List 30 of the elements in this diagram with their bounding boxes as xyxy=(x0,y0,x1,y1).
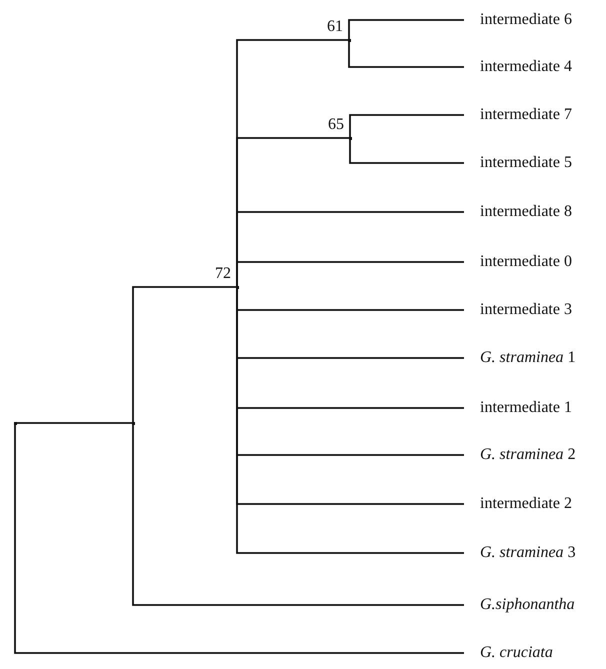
tree-branch xyxy=(348,19,464,40)
taxon-label: G.siphonantha xyxy=(464,595,575,615)
tree-branch xyxy=(348,40,464,68)
tree-branch xyxy=(132,423,464,606)
taxon-label: G. cruciata xyxy=(464,643,553,663)
branch-node xyxy=(132,422,134,424)
tree-branch xyxy=(14,423,464,654)
taxon-label: intermediate 6 xyxy=(464,10,572,30)
branch-node xyxy=(14,422,16,424)
taxon-label: intermediate 4 xyxy=(464,57,572,77)
branch-node xyxy=(348,136,352,140)
tree-branch xyxy=(349,138,464,164)
taxon-label: G. straminea 3 xyxy=(464,543,576,563)
taxon-label: intermediate 8 xyxy=(464,202,572,222)
tree-branch xyxy=(236,261,464,287)
tree-branch xyxy=(132,286,237,423)
taxon-label: intermediate 5 xyxy=(464,153,572,173)
taxon-label: intermediate 3 xyxy=(464,300,572,320)
taxon-label: G. straminea 1 xyxy=(464,348,576,368)
branch-node xyxy=(348,38,350,42)
taxon-label: G. straminea 2 xyxy=(464,445,576,465)
support-value: 61 xyxy=(327,18,343,36)
support-value: 72 xyxy=(215,265,231,283)
taxon-label: intermediate 0 xyxy=(464,252,572,272)
tree-branch xyxy=(349,114,464,138)
support-value: 65 xyxy=(328,116,344,134)
taxon-label: intermediate 1 xyxy=(464,398,572,418)
taxon-label: intermediate 7 xyxy=(464,105,572,125)
taxon-label: intermediate 2 xyxy=(464,494,572,514)
tree-branch xyxy=(14,422,133,424)
